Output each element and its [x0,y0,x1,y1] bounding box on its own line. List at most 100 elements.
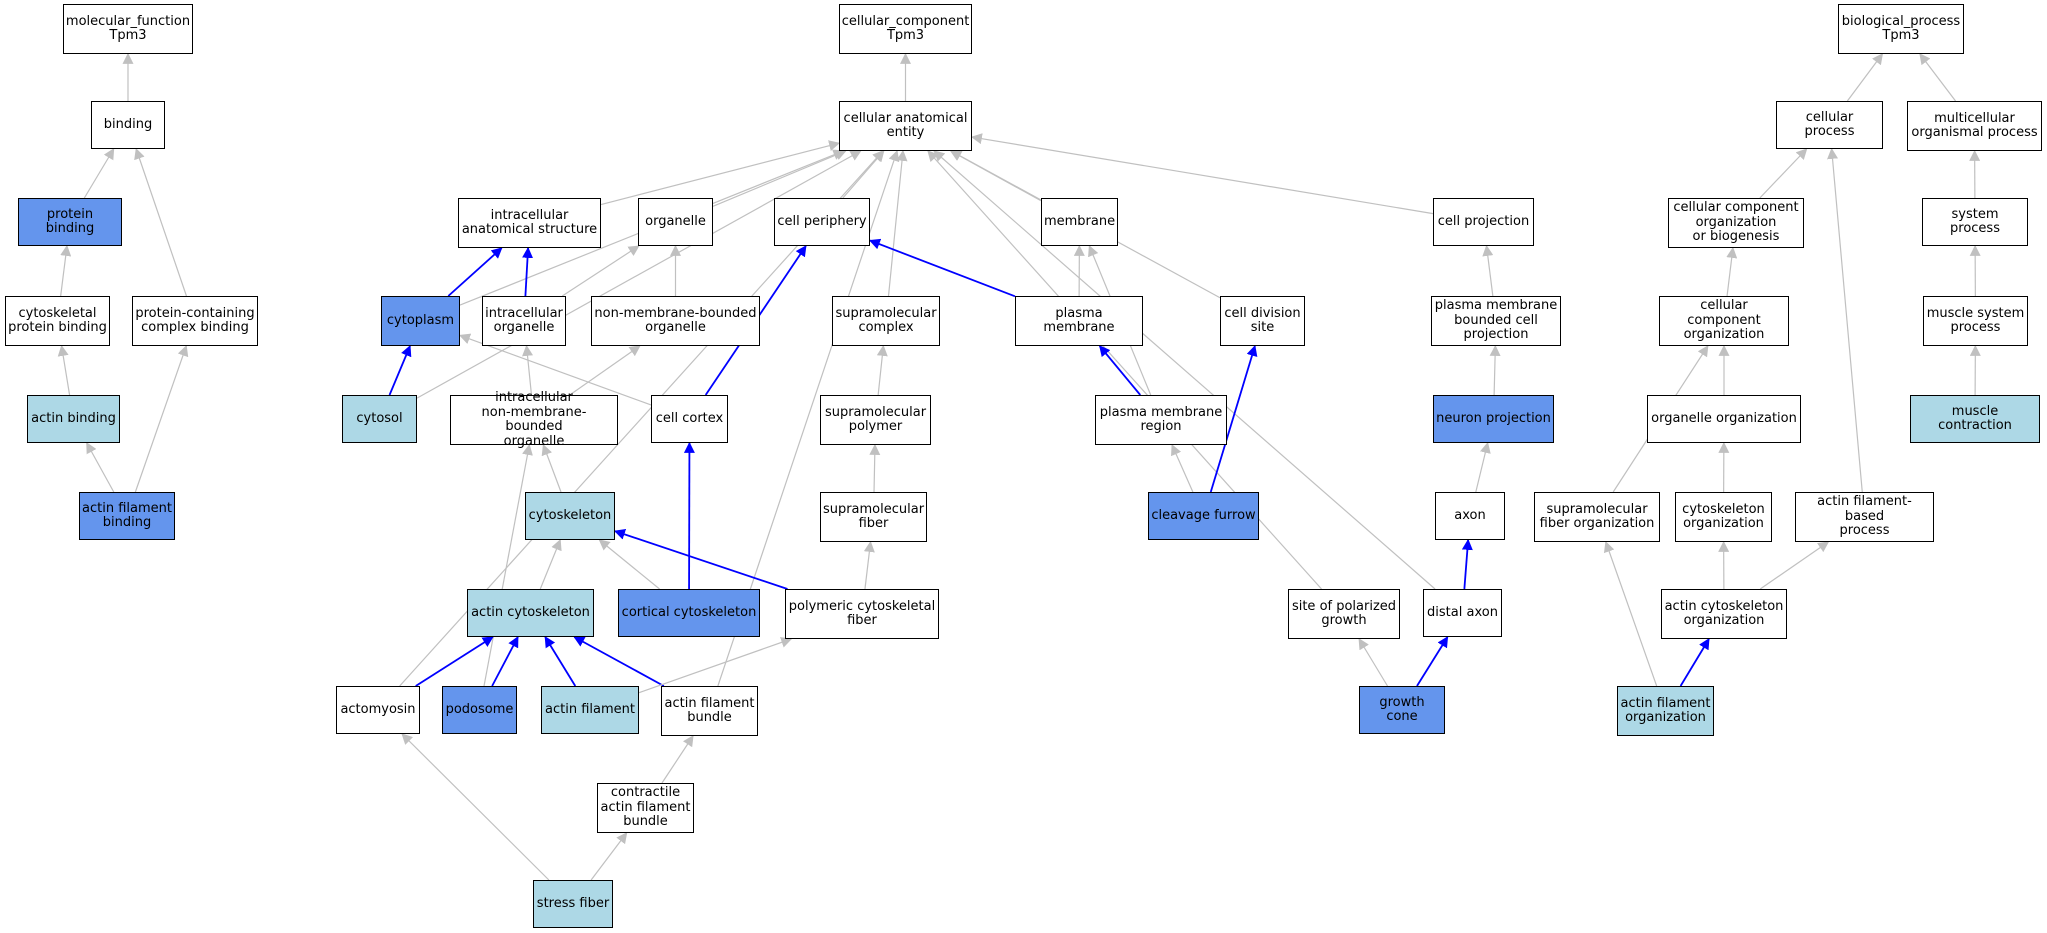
node-actin-binding[interactable]: actin binding [27,395,120,443]
edge-protein_binding-to-binding [83,148,115,199]
node-cytoskeleton[interactable]: cytoskeleton [525,492,615,540]
edge-actin_filament-to-actin_cytoskeleton [544,636,577,687]
node-system-process[interactable]: system process [1922,198,2028,246]
node-neuron-projection[interactable]: neuron projection [1433,395,1554,443]
edge-cytoskeletal_protein_binding-to-protein_binding [60,244,72,297]
node-cellular-anatomical-entity[interactable]: cellular anatomical entity [839,101,972,151]
node-intracellular-non-membrane-bounded-organelle[interactable]: intracellular non-membrane-bounded organ… [450,390,618,448]
node-organelle[interactable]: organelle [638,198,713,246]
edge-supramolecular_complex-to-cellular_anatomical_entity [887,149,908,297]
node-biological-process-root[interactable]: biological_process Tpm3 [1838,4,1964,54]
node-supramolecular-polymer[interactable]: supramolecular polymer [820,395,931,445]
node-actin-cytoskeleton[interactable]: actin cytoskeleton [467,589,594,637]
edge-axon-to-neuron_projection [1475,441,1491,493]
edge-plasma_membrane_bounded_cell_projection-to-cell_projection [1482,244,1494,297]
edge-polymeric_cytoskeletal_fiber-to-supramolecular_fiber [863,540,875,590]
edge-supramolecular_fiber-to-supramolecular_polymer [869,443,881,493]
node-supramolecular-complex[interactable]: supramolecular complex [832,296,940,346]
node-supramolecular-fiber[interactable]: supramolecular fiber [820,492,927,542]
edge-distal_axon-to-cellular_anatomical_entity [933,150,1436,590]
node-supramolecular-fiber-organization[interactable]: supramolecular fiber organization [1534,492,1660,542]
edge-actomyosin-to-actin_cytoskeleton [415,636,494,687]
node-axon[interactable]: axon [1435,492,1505,540]
node-actin-filament[interactable]: actin filament [541,686,639,734]
node-plasma-membrane[interactable]: plasma membrane [1015,296,1143,346]
node-polymeric-cytoskeletal-fiber[interactable]: polymeric cytoskeletal fiber [785,589,939,639]
node-cell-cortex[interactable]: cell cortex [651,395,728,443]
edge-multicellular_organismal_process-to-bp_root [1919,53,1957,102]
edge-intracellular_non_membrane_bounded_organelle-to-intracellular_organelle [522,344,533,396]
node-actin-filament-based-process[interactable]: actin filament-based process [1795,492,1934,542]
edge-supramolecular_polymer-to-supramolecular_complex [876,344,888,396]
edge-actin_filament-to-polymeric_cytoskeletal_fiber [638,637,793,694]
edge-plasma_membrane-to-cell_periphery [868,238,1016,298]
node-actomyosin[interactable]: actomyosin [336,686,420,734]
node-intracellular-organelle[interactable]: intracellular organelle [482,296,566,346]
edge-growth_cone-to-distal_axon [1416,636,1449,687]
node-muscle-contraction[interactable]: muscle contraction [1910,395,2040,443]
node-site-of-polarized-growth[interactable]: site of polarized growth [1288,589,1400,639]
node-cell-division-site[interactable]: cell division site [1220,296,1305,346]
edge-stress_fiber-to-actomyosin [401,733,550,881]
edge-stress_fiber-to-contractile_actin_filament_bundle [590,832,628,881]
node-plasma-membrane-region[interactable]: plasma membrane region [1095,395,1227,445]
edge-plasma_membrane_region-to-plasma_membrane [1099,345,1141,396]
edge-cytosol-to-cellular_anatomical_entity [416,150,862,399]
edge-intracellular_non_membrane_bounded_organelle-to-non_membrane_bounded_organelle [569,345,641,396]
edge-cell_cortex-to-cytoplasm [458,333,652,406]
node-cytoplasm[interactable]: cytoplasm [381,296,460,346]
node-multicellular-organismal-process[interactable]: multicellular organismal process [1907,101,2042,151]
edge-polymeric_cytoskeletal_fiber-to-cytoskeleton [613,529,788,590]
node-actin-cytoskeleton-organization[interactable]: actin cytoskeleton organization [1661,589,1787,639]
node-cell-periphery[interactable]: cell periphery [774,198,870,246]
node-cortical-cytoskeleton[interactable]: cortical cytoskeleton [618,589,760,637]
edge-actin_cytoskeleton_organization-to-actin_filament_based_process [1759,541,1830,590]
node-cell-projection[interactable]: cell projection [1433,198,1534,246]
edge-podosome-to-actin_cytoskeleton [491,636,519,687]
node-cellular-component-organization-or-biogenesis[interactable]: cellular component organization or bioge… [1668,198,1804,248]
node-plasma-membrane-bounded-cell-projection[interactable]: plasma membrane bounded cell projection [1431,296,1561,346]
node-non-membrane-bounded-organelle[interactable]: non-membrane-bounded organelle [591,296,760,346]
edge-intracellular_anatomical_structure-to-cellular_anatomical_entity [600,140,841,206]
edge-cortical_cytoskeleton-to-cytoskeleton [598,539,660,590]
node-cellular-process[interactable]: cellular process [1776,101,1883,149]
node-actin-filament-bundle[interactable]: actin filament bundle [661,686,758,736]
node-molecular-function-root[interactable]: molecular_function Tpm3 [63,4,193,54]
node-cytoskeleton-organization[interactable]: cytoskeleton organization [1675,492,1772,542]
node-organelle-organization[interactable]: organelle organization [1647,395,1801,443]
node-protein-containing-complex-binding[interactable]: protein-containing complex binding [132,296,258,346]
edge-cellular_component_organization-to-cellular_component_organization_or_biogenesis [1726,246,1738,297]
edge-distal_axon-to-axon [1461,538,1473,590]
node-actin-filament-binding[interactable]: actin filament binding [79,492,175,540]
edge-actin_filament_binding-to-protein_containing_complex_binding [134,344,189,493]
node-growth-cone[interactable]: growth cone [1359,686,1445,734]
edge-protein_containing_complex_binding-to-binding [134,147,188,297]
edge-actin_filament_organization-to-supramolecular_fiber_organization [1603,540,1658,687]
node-actin-filament-organization[interactable]: actin filament organization [1617,686,1714,736]
node-intracellular-anatomical-structure[interactable]: intracellular anatomical structure [458,198,601,248]
edge-growth_cone-to-site_of_polarized_growth [1358,638,1389,687]
node-cytoskeletal-protein-binding[interactable]: cytoskeletal protein binding [5,296,110,346]
node-contractile-actin-filament-bundle[interactable]: contractile actin filament bundle [597,783,694,833]
node-cytosol[interactable]: cytosol [342,395,417,443]
node-binding[interactable]: binding [91,101,165,149]
node-membrane[interactable]: membrane [1041,198,1118,246]
edge-cytosol-to-cytoplasm [388,344,412,396]
node-protein-binding[interactable]: protein binding [18,198,122,246]
edge-actin_filament_binding-to-actin_binding [86,442,115,493]
edge-actin_filament_bundle-to-actin_cytoskeleton [573,636,665,687]
edge-cell_projection-to-cellular_anatomical_entity [970,133,1434,215]
node-distal-axon[interactable]: distal axon [1423,589,1502,637]
edge-site_of_polarized_growth-to-cellular_anatomical_entity [927,150,1322,590]
edge-cellular_component_organization_or_biogenesis-to-cellular_process [1759,148,1808,199]
node-cellular-component-root[interactable]: cellular_component Tpm3 [839,4,972,54]
node-podosome[interactable]: podosome [442,686,517,734]
node-muscle-system-process[interactable]: muscle system process [1923,296,2028,346]
node-cellular-component-organization[interactable]: cellular component organization [1659,296,1789,346]
node-stress-fiber[interactable]: stress fiber [533,880,613,928]
edge-organelle-to-cellular_anatomical_entity [712,149,847,207]
edge-podosome-to-intracellular_non_membrane_bounded_organelle [483,443,533,687]
edge-contractile_actin_filament_bundle-to-actin_filament_bundle [661,735,694,784]
node-cleavage-furrow[interactable]: cleavage furrow [1148,492,1259,540]
